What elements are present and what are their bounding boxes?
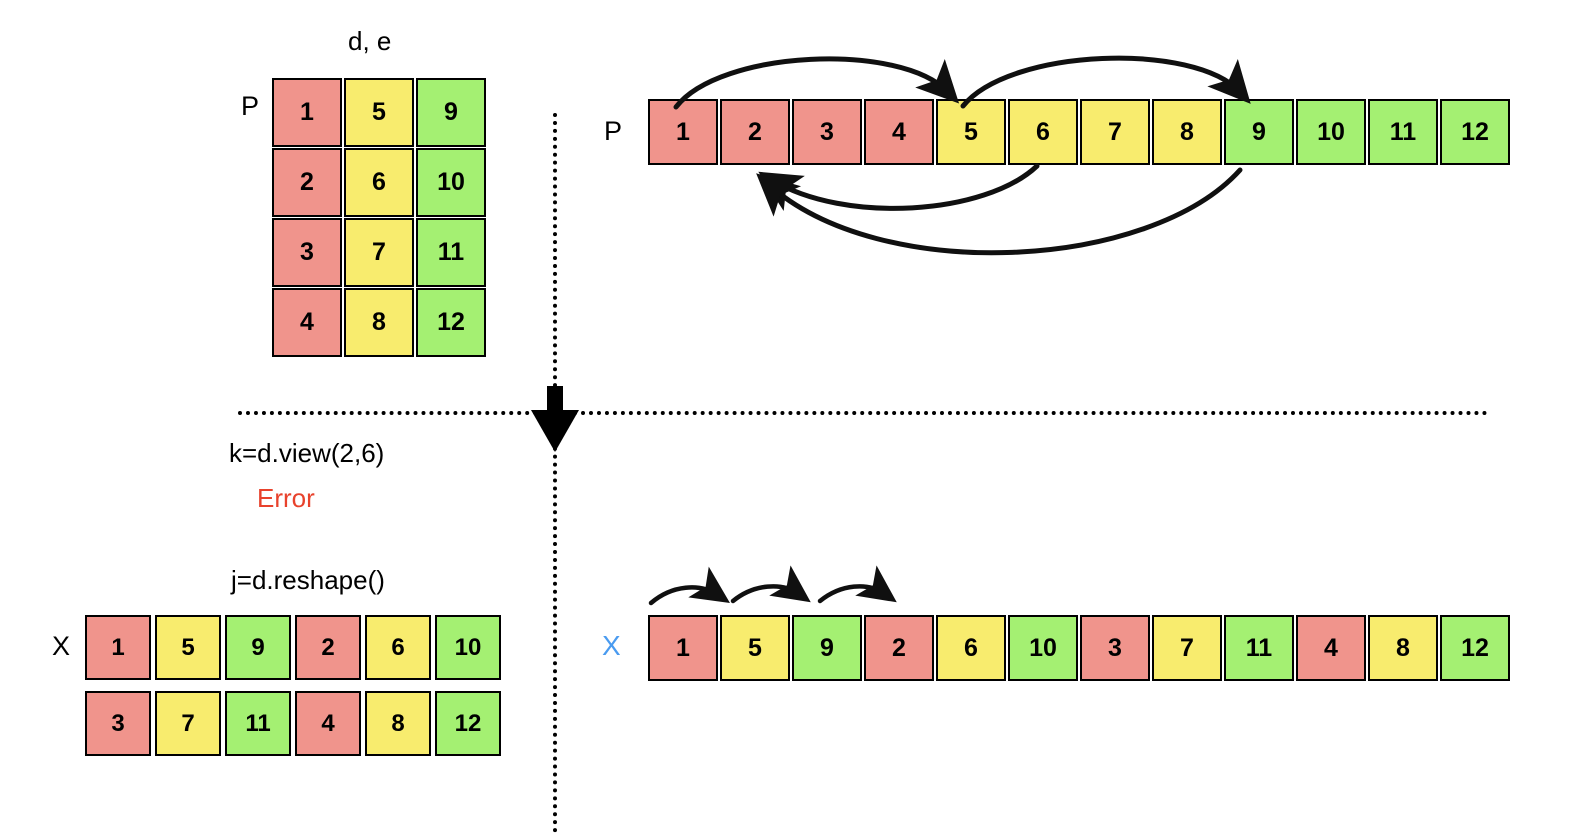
cell-top-right-8: 9 [1224, 99, 1294, 165]
cell-top-right-9: 10 [1296, 99, 1366, 165]
cell-bottom-left-r1-c0: 3 [85, 691, 151, 756]
cell-bottom-right-2: 9 [792, 615, 862, 681]
cell-bottom-right-4: 6 [936, 615, 1006, 681]
cell-bottom-right-3: 2 [864, 615, 934, 681]
top-right-row-label-P: P [604, 116, 623, 146]
arrow-1-to-5-short [648, 566, 730, 606]
cell-top-right-7: 8 [1152, 99, 1222, 165]
cell-top-right-0: 1 [648, 99, 718, 165]
cell-bottom-left-r1-c2: 11 [225, 691, 291, 756]
cell-top-right-5: 6 [1008, 99, 1078, 165]
cell-bottom-left-r1-c4: 8 [365, 691, 431, 756]
arrow-6-to-2-below [758, 163, 1040, 211]
cell-bottom-left-r0-c2: 9 [225, 615, 291, 680]
cell-top-right-10: 11 [1368, 99, 1438, 165]
cell-bottom-left-r0-c5: 10 [435, 615, 501, 680]
cell-bottom-right-11: 12 [1440, 615, 1510, 681]
bottom-right-row-label-X: X [602, 630, 621, 661]
cell-top-right-2: 3 [792, 99, 862, 165]
horizontal-dotted-divider [238, 411, 1488, 415]
arrow-5-to-9-short [730, 565, 811, 604]
cell-top-left-r3-c1: 8 [344, 288, 414, 357]
cell-bottom-left-r0-c1: 5 [155, 615, 221, 680]
cell-top-left-r1-c1: 6 [344, 148, 414, 217]
cell-top-left-r3-c2: 12 [416, 288, 486, 357]
code-view-label: k=d.view(2,6) [229, 438, 385, 468]
cell-bottom-left-r1-c5: 12 [435, 691, 501, 756]
vertical-dotted-divider [553, 113, 557, 833]
cell-bottom-left-r1-c3: 4 [295, 691, 361, 756]
cell-top-left-r2-c1: 7 [344, 218, 414, 287]
cell-top-right-1: 2 [720, 99, 790, 165]
cell-top-left-r2-c0: 3 [272, 218, 342, 287]
cell-bottom-left-r0-c3: 2 [295, 615, 361, 680]
cell-top-left-r1-c0: 2 [272, 148, 342, 217]
cell-bottom-right-10: 8 [1368, 615, 1438, 681]
cell-top-right-6: 7 [1080, 99, 1150, 165]
cell-bottom-left-r0-c4: 6 [365, 615, 431, 680]
cell-top-left-r3-c0: 4 [272, 288, 342, 357]
code-reshape-label: j=d.reshape() [231, 565, 385, 595]
cell-top-left-r0-c0: 1 [272, 78, 342, 147]
arrow-9-to-2-short [817, 565, 897, 604]
cell-top-left-r2-c2: 11 [416, 218, 486, 287]
cell-bottom-right-6: 3 [1080, 615, 1150, 681]
cell-bottom-right-9: 4 [1296, 615, 1366, 681]
cell-bottom-right-1: 5 [720, 615, 790, 681]
arrow-9-to-2-below [756, 167, 1243, 256]
error-label: Error [257, 483, 315, 513]
cell-top-left-r0-c1: 5 [344, 78, 414, 147]
cell-top-right-3: 4 [864, 99, 934, 165]
cell-bottom-right-7: 7 [1152, 615, 1222, 681]
cell-top-left-r1-c2: 10 [416, 148, 486, 217]
cell-bottom-right-5: 10 [1008, 615, 1078, 681]
top-left-row-label-P: P [241, 91, 260, 121]
cell-bottom-right-8: 11 [1224, 615, 1294, 681]
cell-top-left-r0-c2: 9 [416, 78, 486, 147]
cell-top-right-11: 12 [1440, 99, 1510, 165]
cell-bottom-left-r1-c1: 7 [155, 691, 221, 756]
cell-bottom-right-0: 1 [648, 615, 718, 681]
cell-bottom-left-r0-c0: 1 [85, 615, 151, 680]
bottom-left-row-label-X: X [52, 631, 71, 661]
top-left-title: d, e [348, 26, 392, 56]
cell-top-right-4: 5 [936, 99, 1006, 165]
